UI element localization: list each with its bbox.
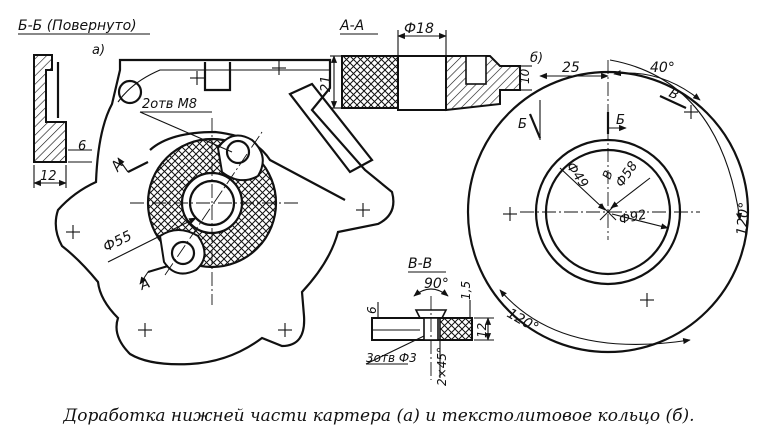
cut-v-stroke [659, 95, 687, 109]
crankcase-outline [54, 58, 395, 366]
cut-b-stroke [528, 113, 542, 139]
textolite-ring-view: 25 40° В Б Б Ф49 Ф58 В Ф92 120° 120° [466, 59, 753, 354]
main-holes-m8-label: 2отв М8 [142, 97, 197, 112]
section-vv-title: В-В [408, 256, 432, 272]
aa-textolite-section [341, 55, 399, 109]
bb-dim-12: 12 [40, 169, 57, 184]
cut-a-stroke-top [127, 161, 149, 173]
view-b-tag: б) [530, 51, 543, 66]
section-bb-title: Б-Б (Повернуто) [18, 18, 137, 34]
figure-caption: Доработка нижней части картера (а) и тек… [63, 406, 695, 426]
leader-holes-3 [365, 335, 425, 365]
bb-section-profile [33, 54, 67, 163]
ring-angle-120-left: 120° [504, 306, 541, 337]
boss-circle [117, 79, 143, 105]
bolt-lug-bottom [158, 229, 206, 275]
vv-angle-90: 90° [424, 276, 449, 292]
ring-dia-92: Ф92 [618, 207, 648, 227]
ring-angle-40: 40° [650, 60, 675, 76]
ring-cut-b: Б [518, 117, 527, 132]
cut-a-stroke-bottom [147, 264, 169, 274]
aa-dim-21: 21 [319, 75, 334, 92]
flange-slot [203, 62, 232, 92]
section-vv-view: В-В 90° 1,5 6 12 3отв Ф3 2×45° [365, 256, 494, 386]
main-cut-a-top: А [108, 157, 127, 175]
aa-dim-10: 10 [518, 68, 532, 84]
leader-dia-55 [107, 217, 197, 263]
strut-arm [288, 82, 374, 174]
vv-dim-6: 6 [365, 306, 379, 314]
bb-dim-6: 6 [78, 139, 86, 154]
ring-angle-120-right: 120° [734, 201, 753, 236]
aa-threaded-hole [465, 55, 487, 85]
hole-m8-top [225, 139, 251, 165]
view-a-tag: а) [92, 43, 105, 58]
crankcase-main-view: 2отв М8 Ф55 А А [54, 58, 395, 366]
cut-a-arrow-bottom [139, 271, 149, 285]
angle-120-left-arc [499, 289, 691, 345]
ring-dia-58: Ф58 [613, 159, 641, 190]
leader-holes [139, 111, 233, 153]
arm-edge [149, 130, 346, 201]
section-bb-view: Б-Б (Повернуто) а) 12 6 [18, 18, 150, 188]
vv-hatch-section [439, 317, 473, 341]
ring-cut-b2: Б [616, 113, 625, 128]
vv-chamfer: 2×45° [435, 347, 449, 386]
ring-dia-49: Ф49 [563, 160, 591, 191]
vv-dim-15: 1,5 [459, 281, 473, 300]
hole-m8-bottom [170, 240, 196, 266]
vv-dim-12: 12 [475, 323, 489, 338]
center-line-diagonal [164, 131, 263, 276]
section-aa-view: А-А Ф18 21 10 б) [319, 18, 543, 112]
leader-dia-58 [610, 177, 651, 209]
angle-90-arc [413, 288, 449, 297]
leader-dia-92 [611, 213, 669, 230]
ring-dim-25: 25 [562, 60, 580, 76]
main-cut-a-bottom: А [137, 275, 152, 294]
cut-a-arrow-top [117, 157, 129, 173]
section-aa-title: А-А [339, 18, 364, 34]
vv-holes-label: 3отв Ф3 [366, 351, 417, 365]
aa-dia-18: Ф18 [404, 21, 434, 37]
angle-120-right-arc [609, 59, 743, 221]
leader-dia-49 [559, 167, 606, 211]
aa-bore [397, 55, 447, 111]
ring-center-cross [599, 203, 617, 221]
